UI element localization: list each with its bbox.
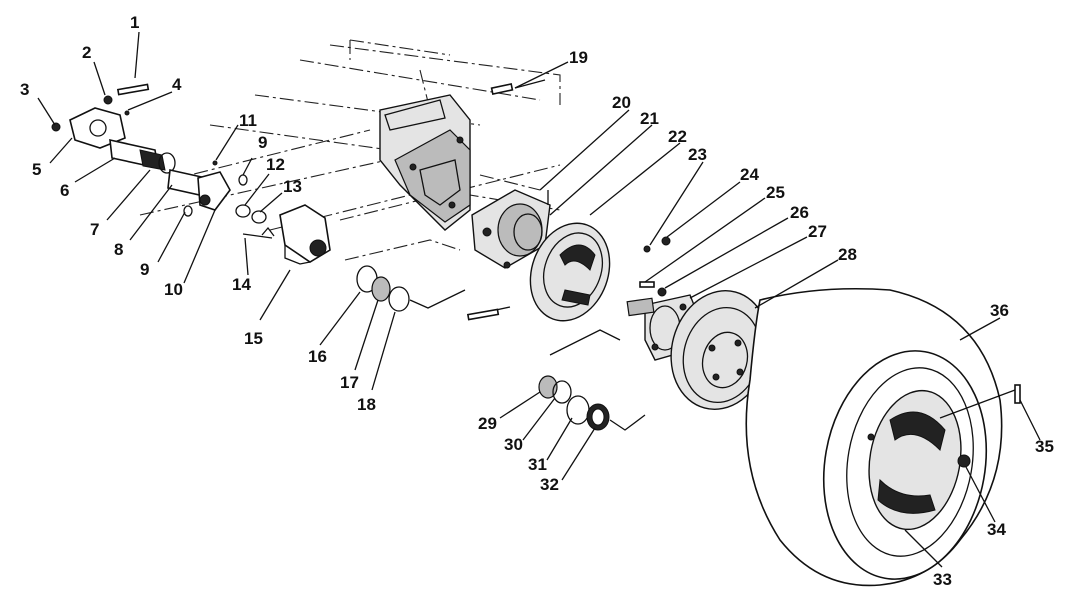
part-label-1: 1	[130, 13, 139, 32]
seal-set	[356, 265, 466, 312]
brake-drum	[670, 290, 770, 410]
part-label-28: 28	[838, 245, 857, 264]
part-label-20: 20	[612, 93, 631, 112]
part-label-22: 22	[668, 127, 687, 146]
part-label-24: 24	[740, 165, 759, 184]
part-label-32: 32	[540, 475, 559, 494]
part-label-13: 13	[283, 177, 302, 196]
part-label-19: 19	[569, 48, 588, 67]
part-label-5: 5	[32, 160, 41, 179]
part-label-30: 30	[504, 435, 523, 454]
part-label-23: 23	[688, 145, 707, 164]
part-label-7: 7	[90, 220, 99, 239]
part-label-21: 21	[640, 109, 659, 128]
part-label-36: 36	[990, 301, 1009, 320]
part-label-4: 4	[172, 75, 182, 94]
part-label-9b: 9	[258, 133, 267, 152]
tire-and-wheel	[745, 287, 1021, 587]
part-label-3: 3	[20, 80, 29, 99]
part-label-16: 16	[308, 347, 327, 366]
bolt-19	[490, 79, 546, 95]
part-label-14: 14	[232, 275, 251, 294]
bracket-assembly	[235, 204, 331, 265]
part-label-27: 27	[808, 222, 827, 241]
part-labels: 1 2 3 4 5 6 7 8 9 10 11 9 12 13 14 15 16…	[20, 13, 1054, 589]
part-label-33: 33	[933, 570, 952, 589]
part-label-6: 6	[60, 181, 69, 200]
part-label-35: 35	[1035, 437, 1054, 456]
part-label-17: 17	[340, 373, 359, 392]
axle-housing	[379, 94, 471, 231]
part-label-26: 26	[790, 203, 809, 222]
part-label-10: 10	[164, 280, 183, 299]
fasteners	[639, 236, 671, 297]
part-label-25: 25	[766, 183, 785, 202]
part-label-34: 34	[987, 520, 1006, 539]
leader-lines	[37, 31, 1041, 568]
part-label-8: 8	[114, 240, 123, 259]
part-label-11: 11	[239, 111, 257, 130]
bearing-set	[538, 329, 646, 431]
part-label-12: 12	[266, 155, 285, 174]
part-label-18: 18	[357, 395, 376, 414]
part-label-9a: 9	[140, 260, 149, 279]
drive-shaft-assembly	[51, 83, 248, 217]
part-label-15: 15	[244, 329, 263, 348]
hub-carrier	[471, 189, 551, 269]
part-label-2: 2	[82, 43, 91, 62]
brake-backing-plate	[466, 222, 611, 322]
part-label-31: 31	[528, 455, 547, 474]
part-label-29: 29	[478, 414, 497, 433]
